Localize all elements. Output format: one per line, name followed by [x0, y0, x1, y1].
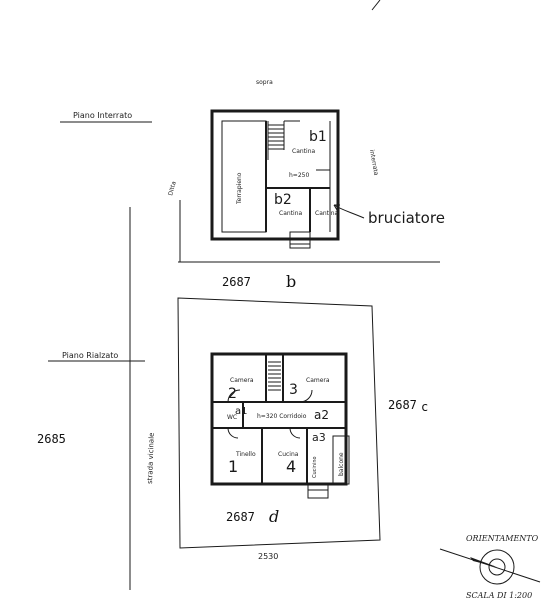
room-corridor-number: a2	[314, 408, 329, 422]
room-camera-2-label: Camera	[230, 377, 254, 384]
room-wc-number: a1	[235, 406, 248, 417]
basement-left-neighbor: Ditta	[167, 180, 178, 196]
room-cucina-label: Cucina	[278, 451, 299, 458]
ground-letter-right: c	[421, 400, 428, 414]
basement-plan	[210, 109, 340, 249]
room-tinello-number: 1	[228, 457, 238, 476]
orientation-title: ORIENTAMENTO	[466, 534, 539, 543]
road-label: strada vicinale	[146, 432, 156, 484]
ground-parcel-outline	[177, 297, 381, 549]
room-cucinino-number: a3	[312, 431, 326, 444]
room-balcone-label: balcone	[338, 452, 345, 476]
room-b2-label: Cantina	[279, 210, 302, 217]
room-cucina-number: 4	[286, 457, 296, 476]
scale-label: SCALA DI 1:200	[466, 591, 532, 600]
ground-parcel-right: 2687	[388, 398, 417, 412]
ground-letter-bottom: d	[269, 507, 279, 526]
ground-parcel-bottom: 2687	[226, 510, 255, 524]
room-terrapieno-label: Terrapieno	[236, 172, 243, 205]
room-tinello-label: Tinello	[235, 451, 256, 458]
compass-icon	[439, 548, 541, 585]
room-cantina-small-label: Cantina	[315, 210, 338, 217]
ground-plan	[210, 352, 350, 499]
burner-label: bruciatore	[368, 209, 445, 227]
room-wc-label: WC	[227, 414, 237, 421]
room-camera-2-number: 2	[228, 386, 237, 402]
bottom-parcel: 2530	[258, 552, 278, 561]
basement-parcel: 2687	[222, 275, 251, 289]
basement-title: Piano Interrato	[73, 111, 132, 120]
parcel-left: 2685	[37, 432, 66, 446]
room-b1-number: b1	[309, 129, 327, 145]
north-note: sopra	[256, 79, 273, 86]
basement-right-neighbor: interrata	[368, 149, 379, 176]
basement-letter: b	[286, 272, 296, 291]
corner-mark	[371, 0, 381, 11]
room-b2-number: b2	[274, 192, 292, 208]
basement-height-label: h=250	[289, 172, 309, 179]
room-cucinino-label: Cucinino	[312, 456, 318, 478]
burner-arrow	[333, 204, 365, 219]
room-b1-label: Cantina	[292, 148, 315, 155]
ground-title: Piano Rialzato	[62, 351, 118, 360]
room-corridor-label: h=320 Corridoio	[257, 413, 307, 420]
room-camera-3-label: Camera	[306, 377, 330, 384]
room-camera-3-number: 3	[289, 382, 298, 398]
